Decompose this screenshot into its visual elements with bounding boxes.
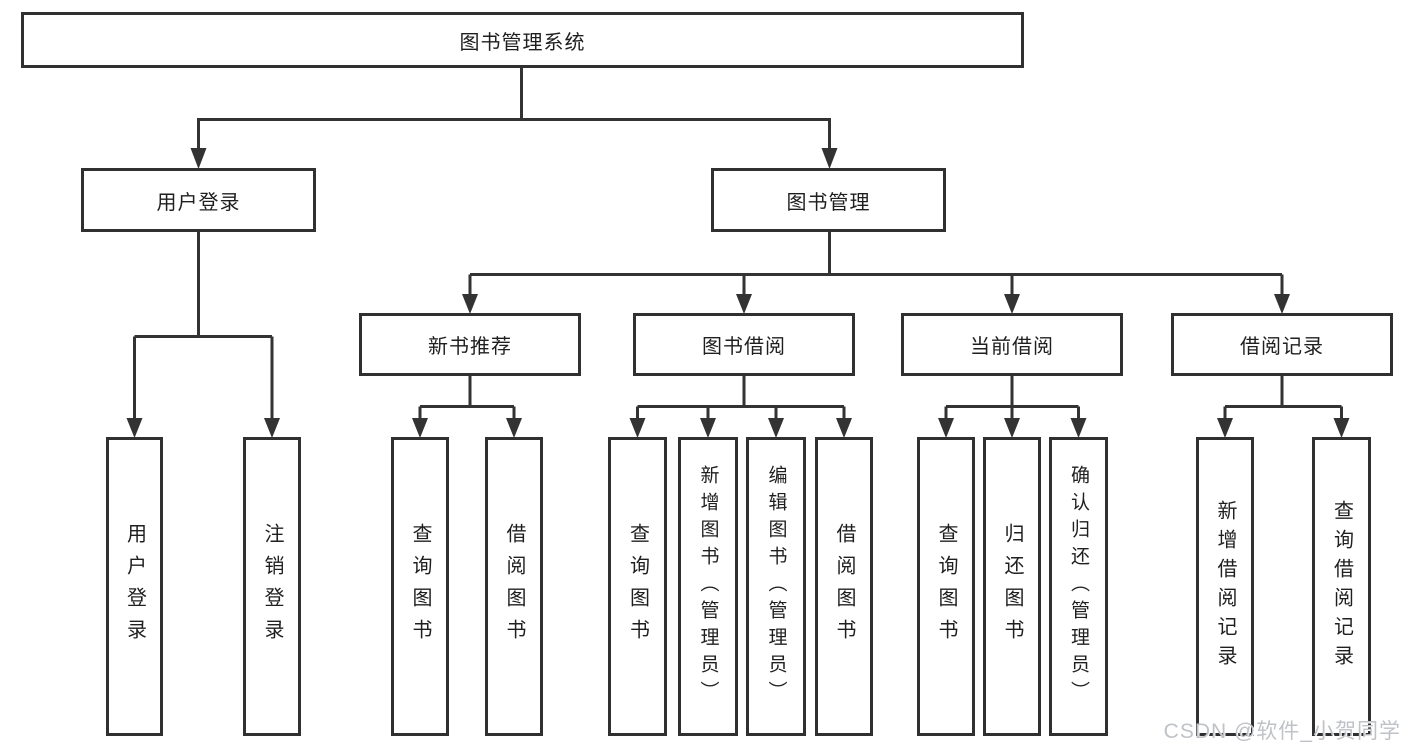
connector-borrowing-records-children <box>1217 375 1350 438</box>
connector-user-login-children <box>126 231 280 438</box>
node-book-borrowing: 图书借阅 <box>633 313 855 376</box>
node-label: 用户登录 <box>156 191 241 214</box>
node-library-management-system: 图书管理系统 <box>21 12 1024 68</box>
leaf-rec-query-books: 查询图书 <box>391 437 449 736</box>
node-label: 确认归还（管理员） <box>1068 465 1089 708</box>
node-label: 用户登录 <box>123 522 146 651</box>
node-current-borrowing: 当前借阅 <box>901 313 1123 376</box>
node-label: 新增图书（管理员） <box>697 465 719 708</box>
node-label: 借阅图书 <box>833 522 855 651</box>
node-label: 查询图书 <box>409 522 431 651</box>
node-label: 查询借阅记录 <box>1330 499 1353 674</box>
node-book-management: 图书管理 <box>711 168 946 232</box>
leaf-current-query-books: 查询图书 <box>917 437 975 736</box>
leaf-borrow-query-books: 查询图书 <box>608 437 667 736</box>
leaf-edit-book-admin: 编辑图书（管理员） <box>746 437 806 736</box>
node-label: 当前借阅 <box>970 336 1054 358</box>
watermark: CSDN @软件_小贺同学 <box>1163 720 1401 743</box>
leaf-borrow-borrow-books: 借阅图书 <box>815 437 873 736</box>
leaf-query-borrow-record: 查询借阅记录 <box>1312 437 1371 736</box>
node-label: 归还图书 <box>1001 522 1023 651</box>
leaf-logout: 注销登录 <box>243 437 301 736</box>
leaf-rec-borrow-books: 借阅图书 <box>485 437 543 736</box>
node-label: 查询图书 <box>626 522 649 651</box>
leaf-return-books: 归还图书 <box>983 437 1041 736</box>
node-user-login: 用户登录 <box>81 168 316 232</box>
node-label: 借阅记录 <box>1240 336 1324 358</box>
connector-root-to-level2 <box>190 67 838 169</box>
leaf-add-book-admin: 新增图书（管理员） <box>678 437 738 736</box>
connector-book-management-children <box>462 231 1290 314</box>
connector-book-borrowing-children <box>629 375 852 438</box>
node-label: 图书借阅 <box>702 336 786 358</box>
node-label: 图书管理系统 <box>459 31 586 54</box>
leaf-user-login: 用户登录 <box>106 437 163 736</box>
connector-current-borrowing-children <box>938 375 1087 438</box>
node-label: 借阅图书 <box>503 522 525 651</box>
node-label: 注销登录 <box>261 522 283 651</box>
leaf-confirm-return-admin: 确认归还（管理员） <box>1049 437 1108 736</box>
node-label: 图书管理 <box>786 191 871 214</box>
node-borrowing-records: 借阅记录 <box>1171 313 1393 376</box>
node-label: 新增借阅记录 <box>1214 499 1236 674</box>
node-label: 查询图书 <box>935 522 957 651</box>
node-label: 编辑图书（管理员） <box>765 465 787 708</box>
node-new-book-recommendation: 新书推荐 <box>359 313 581 376</box>
node-label: 新书推荐 <box>428 336 512 358</box>
leaf-add-borrow-record: 新增借阅记录 <box>1196 437 1254 736</box>
connector-new-book-rec-children <box>412 375 522 438</box>
